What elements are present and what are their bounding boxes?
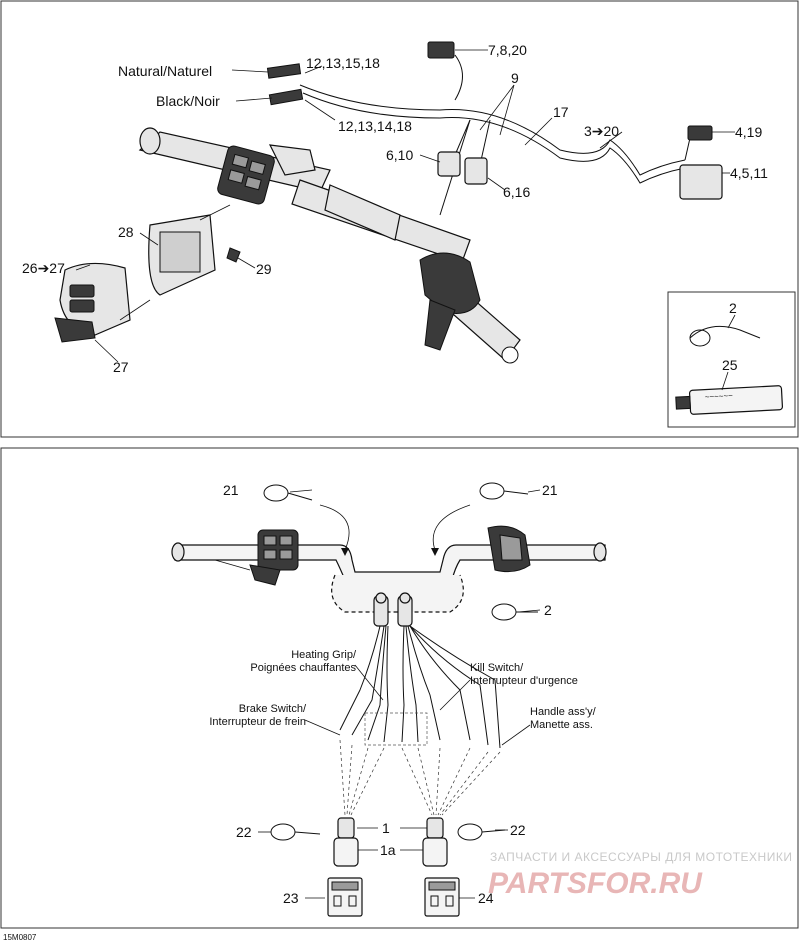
top-connectors (266, 41, 723, 200)
callout-9: 9 (511, 70, 519, 86)
callout-28: 28 (118, 224, 134, 240)
diagram-code: 15M0807 (3, 933, 37, 942)
inset-callout-2: 2 (729, 300, 737, 316)
callout-29: 29 (256, 261, 272, 277)
callout-4-19: 4,19 (735, 124, 762, 140)
connector-1-left (337, 817, 355, 839)
bottom-arrows (319, 504, 471, 556)
callout-7-8-20: 7,8,20 (488, 42, 527, 58)
grease-tube-icon: ~~~~~~ (675, 385, 784, 415)
label-natural: Natural/Naturel (118, 63, 212, 79)
callout-23: 23 (283, 890, 299, 906)
terminal-block-23 (327, 877, 363, 917)
top-panel-frame (0, 0, 799, 438)
callout-22-right: 22 (510, 822, 526, 838)
bottom-handlebar (171, 525, 607, 627)
callout-12-13-14-18: 12,13,14,18 (338, 118, 412, 134)
cable-tie-icon (263, 484, 313, 502)
connector-1a-left (333, 837, 359, 867)
bottom-leader-lines (258, 489, 541, 899)
callout-1a: 1a (380, 842, 396, 858)
callout-21-right: 21 (542, 482, 558, 498)
watermark: ЗАПЧАСТИ И АКСЕССУАРЫ ДЛЯ МОТОТЕХНИКИ PA… (488, 850, 792, 900)
bottom-callouts: 21 21 2 Heating Grip/ Poignées chauffant… (209, 482, 596, 906)
label-black: Black/Noir (156, 93, 220, 109)
connector-1a-right (422, 837, 448, 867)
watermark-logo: PARTSFOR.RU (488, 867, 703, 900)
callout-27: 27 (113, 359, 129, 375)
cable-tie-icon (689, 325, 761, 339)
top-inset: 2 ~~~~~~ 25 (667, 291, 796, 428)
cable-tie-icon (479, 482, 529, 500)
callout-24: 24 (478, 890, 494, 906)
label-heating-grip-fr: Poignées chauffantes (250, 662, 356, 674)
callout-17: 17 (553, 104, 569, 120)
callout-4-5-11: 4,5,11 (730, 165, 768, 181)
bottom-dashed-routing (339, 739, 501, 816)
callout-2: 2 (544, 602, 552, 618)
terminal-block-24 (424, 877, 460, 917)
callout-3-20: 3➔20 (584, 123, 619, 139)
cable-tie-icon (491, 603, 538, 621)
label-handle-fr: Manette ass. (530, 719, 593, 731)
label-brake-switch-en: Brake Switch/ (239, 703, 307, 715)
top-wiring-harness (299, 54, 691, 216)
bottom-terminal-blocks (327, 877, 460, 917)
top-callouts: Natural/Naturel Black/Noir 12,13,15,18 1… (22, 42, 768, 375)
callout-1: 1 (382, 820, 390, 836)
callout-26-27: 26➔27 (22, 260, 65, 276)
callout-6-10: 6,10 (386, 147, 413, 163)
cable-tie-icon (457, 823, 506, 841)
watermark-tagline: ЗАПЧАСТИ И АКСЕССУАРЫ ДЛЯ МОТОТЕХНИКИ (490, 850, 792, 864)
callout-6-16: 6,16 (503, 184, 530, 200)
top-handlebar-assembly (138, 127, 521, 364)
top-leader-lines (75, 49, 735, 363)
bottom-panel-frame (0, 447, 799, 929)
inset-callout-25: 25 (722, 357, 738, 373)
svg-text:~~~~~~: ~~~~~~ (705, 391, 734, 401)
callout-12-13-15-18: 12,13,15,18 (306, 55, 380, 71)
callout-21-left: 21 (223, 482, 239, 498)
label-handle-en: Handle ass'y/ (530, 706, 597, 718)
bottom-wire-bundles (339, 625, 501, 749)
label-kill-switch-fr: Interrupteur d'urgence (470, 675, 578, 687)
label-kill-switch-en: Kill Switch/ (470, 662, 524, 674)
connector-1-right (426, 817, 444, 839)
cable-tie-icon (270, 823, 321, 841)
callout-22-left: 22 (236, 824, 252, 840)
label-heating-grip-en: Heating Grip/ (291, 649, 357, 661)
bottom-connector-housings (333, 817, 448, 867)
top-exploded-switch (54, 214, 241, 343)
label-brake-switch-fr: Interrupteur de frein (209, 716, 306, 728)
